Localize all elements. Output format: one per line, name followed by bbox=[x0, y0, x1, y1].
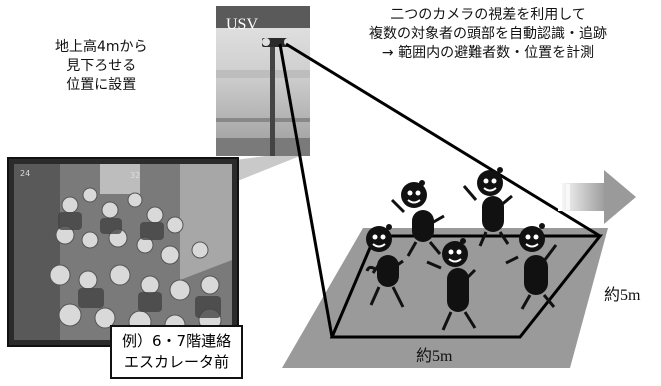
installation-caption-line2: 見下ろせる bbox=[66, 58, 137, 74]
crowd-heads bbox=[49, 187, 222, 336]
person-figure bbox=[462, 167, 513, 247]
crowd-photo: 24 32 bbox=[7, 157, 239, 347]
person-figure bbox=[390, 180, 445, 257]
method-caption-line1: 二つのカメラの視差を利用して bbox=[390, 7, 586, 23]
installation-caption: 地上高4mから 見下ろせる 位置に設置 bbox=[55, 38, 148, 95]
installation-caption-line1: 地上高4mから bbox=[55, 39, 148, 55]
person-figure bbox=[365, 224, 405, 308]
method-caption: 二つのカメラの視差を利用して 複数の対象者の頭部を自動認識・追跡 → 範囲内の避… bbox=[318, 6, 658, 63]
fov-line-left bbox=[278, 43, 334, 338]
person-figure bbox=[505, 223, 558, 310]
example-location-line2: エスカレータ前 bbox=[124, 353, 230, 371]
method-caption-line3: → 範囲内の避難者数・位置を計測 bbox=[381, 45, 595, 61]
bottom-length-label: 約5m bbox=[416, 348, 453, 365]
side-length-label: 約5m bbox=[604, 287, 641, 304]
crowd-photo-corner-left: 24 bbox=[20, 169, 30, 178]
movement-arrow bbox=[558, 170, 636, 224]
crowd-photo-corner-right: 32 bbox=[130, 171, 140, 180]
example-location-box: 例）6・7階連絡 エスカレータ前 bbox=[110, 325, 244, 379]
example-location-line1: 例）6・7階連絡 bbox=[122, 332, 232, 350]
person-figure bbox=[426, 238, 477, 331]
method-caption-line2: 複数の対象者の頭部を自動認識・追跡 bbox=[369, 26, 607, 42]
camera-label: USV bbox=[226, 16, 259, 33]
fov-line-right bbox=[285, 42, 601, 238]
installation-caption-line3: 位置に設置 bbox=[66, 77, 137, 93]
